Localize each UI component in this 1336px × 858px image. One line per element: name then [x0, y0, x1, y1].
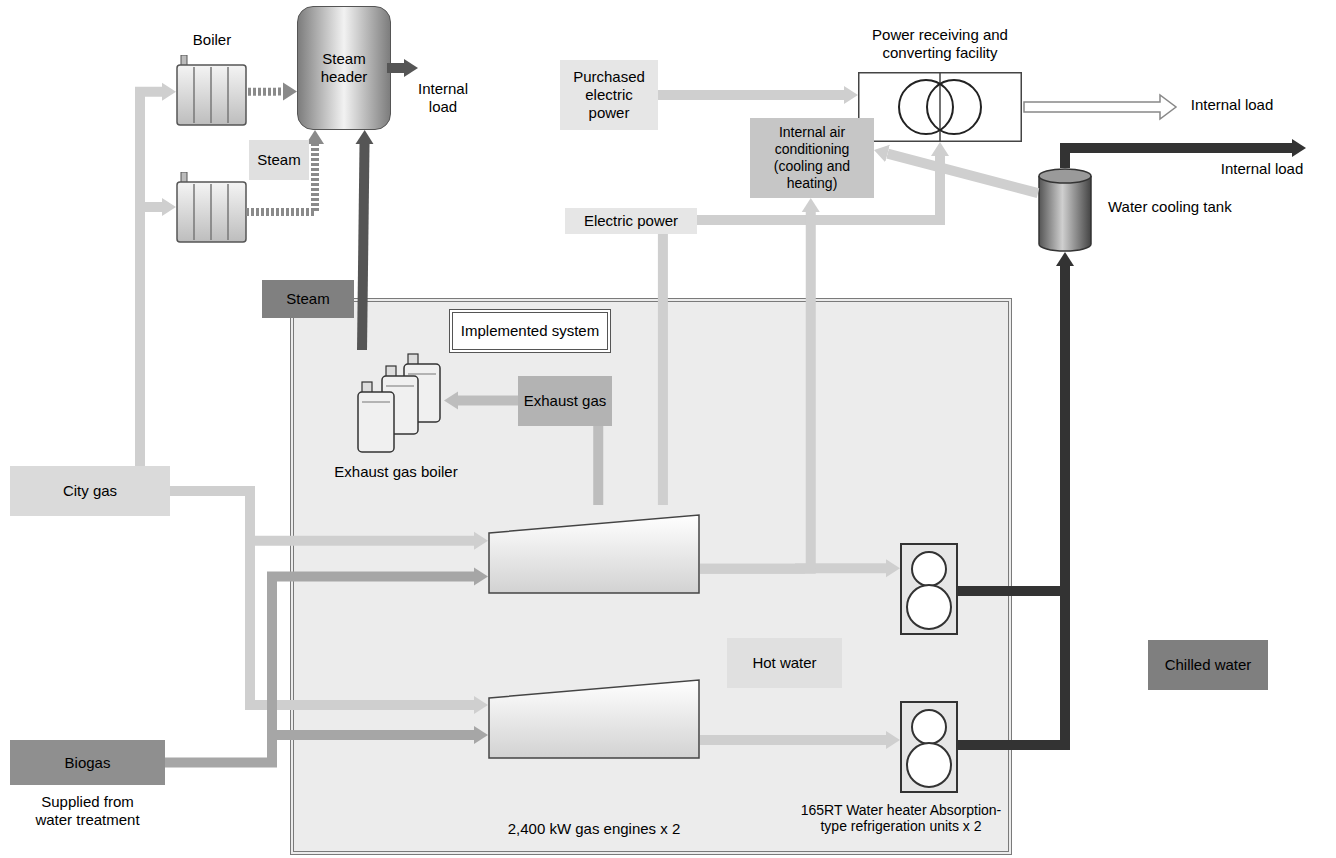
arrow-head	[404, 59, 418, 77]
exhaust-gas-boiler-drawing	[348, 350, 444, 455]
flow-label: Exhaust gas	[518, 376, 612, 426]
source-box: BiogasSupplied from water treatment	[10, 740, 165, 785]
flow-label: Chilled water	[1148, 640, 1268, 690]
tank-body	[1039, 176, 1091, 251]
gas-pipe	[250, 540, 474, 705]
flow-arrow	[248, 88, 283, 96]
boiler-drawing	[176, 55, 248, 127]
biogas-pipe	[272, 730, 474, 740]
hot-water-pipe	[700, 735, 886, 745]
source-box: City gas	[10, 466, 170, 516]
flow-arrow	[362, 144, 364, 350]
refrigerator-drum	[912, 552, 946, 586]
boiler-drum	[358, 392, 394, 452]
drum-line	[386, 386, 414, 387]
box-label: Steam header	[298, 48, 390, 88]
water-tank-drawing	[1038, 168, 1092, 252]
flow-arrow	[958, 266, 1065, 591]
transformer-coil	[927, 80, 981, 134]
load-label: Internal load	[412, 80, 474, 116]
load-label: Internal load	[1212, 160, 1312, 178]
drum-line	[408, 374, 436, 375]
source-box: Purchased electric power	[560, 60, 658, 130]
steam-pipe	[387, 63, 404, 73]
power-arrow	[1024, 95, 1176, 119]
caption: 2,400 kW gas engines x 2	[469, 818, 719, 840]
box-label: Internal air conditioning (cooling and h…	[750, 122, 874, 193]
box-label: Purchased electric power	[560, 66, 658, 124]
arrow-head	[886, 731, 900, 749]
flow-arrow	[140, 92, 162, 466]
caption: Implemented system	[449, 309, 611, 353]
load-box: Internal air conditioning (cooling and h…	[750, 118, 874, 198]
gas-engine: 2,400 kW gas engines x 2	[488, 505, 700, 760]
flow-arrow	[888, 154, 1038, 194]
refrigerator-frame	[901, 702, 957, 792]
engine-body	[489, 515, 699, 593]
box-label: City gas	[59, 480, 121, 502]
chilled-water-pipe	[958, 590, 1065, 745]
refrigerator-frame	[901, 544, 957, 634]
tank-top	[1039, 169, 1091, 183]
caption: Boiler	[162, 29, 262, 51]
exhaust-gas-boiler: Exhaust gas boiler	[348, 350, 444, 455]
refrigerator-drum	[907, 585, 951, 629]
flow-label: Hot water	[727, 638, 842, 688]
caption: Supplied from water treatment	[28, 791, 148, 831]
load-label: Internal load	[1182, 96, 1282, 114]
flow-label: Steam	[249, 140, 309, 180]
refrigerator-drum	[907, 743, 951, 787]
arrow-head	[1292, 139, 1306, 157]
flow-label: Steam	[262, 280, 354, 318]
caption: 165RT Water heater Absorption-type refri…	[790, 801, 1012, 836]
absorption-refrigerator: 165RT Water heater Absorption-type refri…	[900, 543, 958, 795]
refrigerator-drum	[912, 710, 946, 744]
flow-arrow	[663, 156, 940, 505]
arrow-head	[474, 726, 488, 744]
boiler-illustration	[177, 172, 246, 242]
boiler: Boiler	[176, 55, 248, 127]
transformer-box: Power receiving and converting facility	[858, 72, 1022, 142]
transformer-frame	[859, 73, 1022, 142]
flow-arrow	[658, 90, 844, 100]
boiler-illustration	[177, 55, 246, 125]
box-label: Biogas	[61, 752, 115, 774]
drum-line	[362, 402, 390, 403]
arrow-head	[162, 198, 176, 216]
flow-arrow	[700, 212, 811, 569]
water-tank: Water cooling tank	[1038, 168, 1092, 252]
flow-label: Electric power	[565, 208, 697, 234]
steam-header: Steam header	[297, 6, 391, 130]
transformer-box-drawing	[858, 72, 1022, 142]
caption: Exhaust gas boiler	[311, 461, 481, 483]
caption: Power receiving and converting facility	[860, 24, 1020, 64]
flow-arrow	[170, 491, 474, 541]
absorption-refrigerator-drawing	[900, 543, 958, 795]
arrow-head	[474, 696, 488, 714]
caption: Water cooling tank	[1104, 196, 1236, 218]
engine-body	[489, 680, 699, 758]
flow-arrow	[165, 576, 474, 762]
gas-engine-drawing	[488, 505, 700, 760]
